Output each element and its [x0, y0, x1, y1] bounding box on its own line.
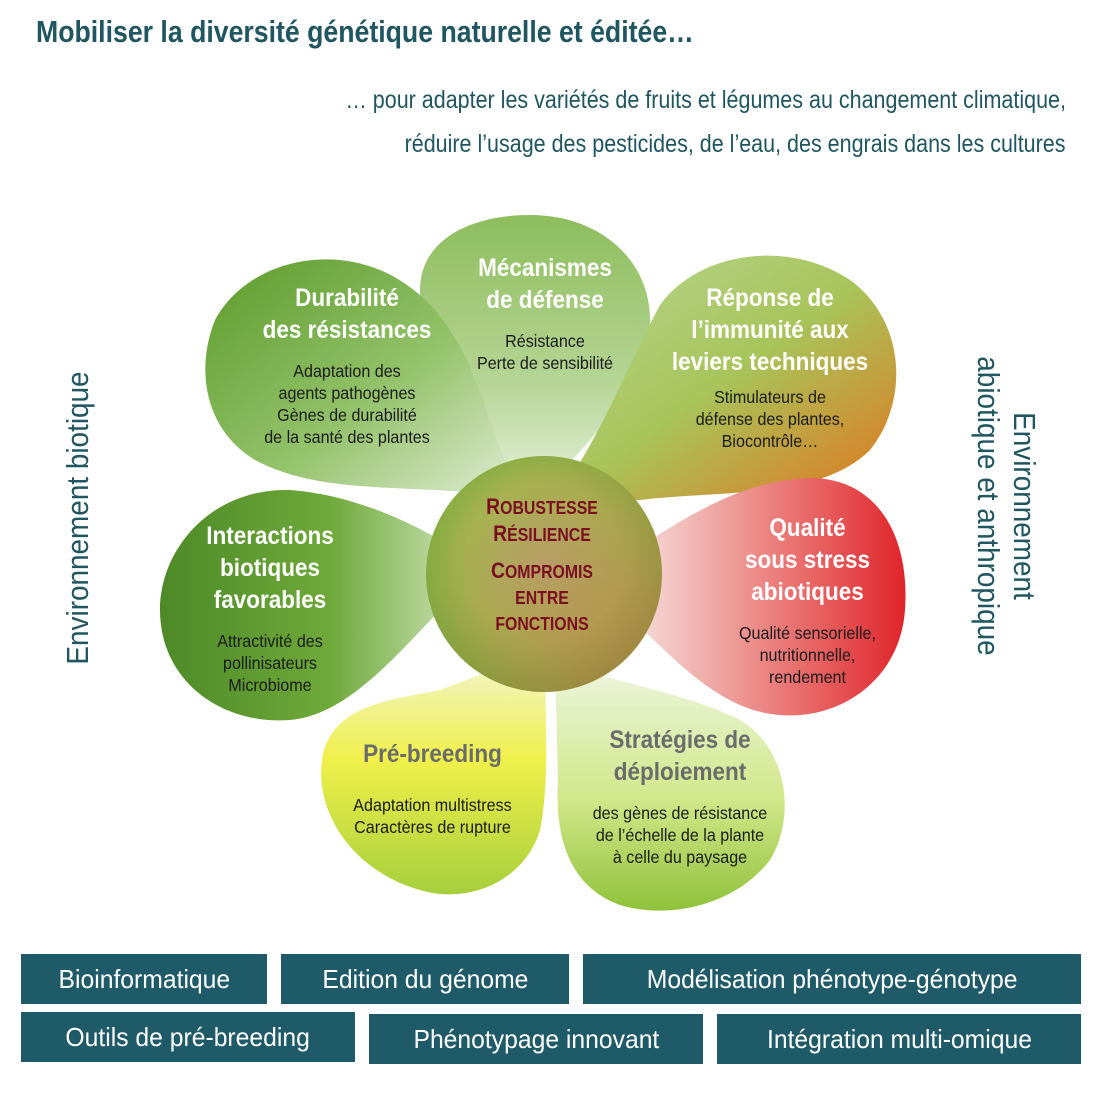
petal-durabilite-body-4: de la santé des plantes	[264, 427, 430, 447]
flower-diagram	[160, 215, 906, 911]
subtitle-line-1: … pour adapter les variétés de fruits et…	[345, 86, 1066, 114]
petal-reponse-title-3: leviers techniques	[671, 348, 869, 376]
center-line-2-cap: R	[493, 521, 508, 546]
petal-prebreeding-body-2: Caractères de rupture	[354, 817, 511, 837]
center-text: ROBUSTESSE RÉSILIENCE COMPROMIS ENTRE FO…	[440, 494, 644, 637]
petal-reponse-title-2: l’immunité aux	[691, 316, 849, 344]
petal-mecanismes-body-2: Perte de sensibilité	[476, 353, 614, 373]
petal-interactions-text: Interactions biotiques favorables Attrac…	[165, 520, 375, 696]
tool-chip-bioinformatique: Bioinformatique	[21, 954, 267, 1004]
petal-prebreeding-title-1: Pré-breeding	[363, 740, 502, 768]
petal-durabilite-body-1: Adaptation des	[293, 361, 401, 381]
petal-durabilite-text: Durabilité des résistances Adaptation de…	[222, 282, 472, 448]
center-line-1-cap: R	[486, 494, 501, 519]
petal-qualite-body-1: Qualité sensorielle,	[739, 623, 876, 643]
petal-interactions-title-2: biotiques	[219, 554, 320, 582]
petal-interactions-title-3: favorables	[213, 586, 327, 614]
tool-chip-phenotypage: Phénotypage innovant	[369, 1014, 703, 1064]
petal-qualite-body-3: rendement	[769, 667, 846, 687]
subtitle-line-2: réduire l’usage des pesticides, de l’eau…	[405, 130, 1066, 158]
petal-mecanismes-text: Mécanismes de défense Résistance Perte d…	[430, 252, 660, 374]
petal-interactions	[160, 489, 470, 721]
petal-reponse-title-1: Réponse de	[706, 284, 834, 312]
petal-durabilite	[205, 259, 521, 500]
petal-mecanismes-title-1: Mécanismes	[478, 254, 612, 282]
petal-prebreeding	[321, 650, 547, 895]
petal-mecanismes-title-2: de défense	[486, 286, 604, 314]
tool-chip-outils-prebreeding: Outils de pré-breeding	[21, 1012, 355, 1062]
petal-reponse-text: Réponse de l’immunité aux leviers techni…	[650, 282, 890, 452]
petal-strategies	[555, 660, 785, 911]
center-line-3-cap: C	[491, 558, 505, 583]
center-line-5: FONCTIONS	[495, 614, 589, 634]
petal-reponse-body-1: Stimulateurs de	[714, 387, 826, 407]
center-line-3: COMPROMIS	[452, 558, 632, 585]
center-line-4: ENTRE	[515, 588, 569, 608]
center-line-1-rest: OBUSTESSE	[500, 498, 598, 518]
petal-qualite	[620, 478, 906, 716]
petal-durabilite-title-2: des résistances	[262, 316, 432, 344]
petal-interactions-body-1: Attractivité des	[217, 631, 323, 651]
petal-reponse-body-2: défense des plantes,	[695, 409, 845, 429]
petal-strategies-text: Stratégies de déploiement des gènes de r…	[560, 724, 800, 868]
petal-prebreeding-text: Pré-breeding Adaptation multistress Cara…	[325, 738, 540, 838]
petal-qualite-title-3: abiotiques	[751, 578, 864, 606]
tool-chip-modelisation: Modélisation phénotype-génotype	[583, 954, 1081, 1004]
petal-strategies-body-1: des gènes de résistance	[592, 803, 768, 823]
petal-qualite-body-2: nutritionnelle,	[759, 645, 856, 665]
center-line-1: ROBUSTESSE	[452, 494, 632, 521]
petal-strategies-body-3: à celle du paysage	[612, 847, 748, 867]
petal-durabilite-title-1: Durabilité	[295, 284, 399, 312]
petal-interactions-body-3: Microbiome	[228, 675, 312, 695]
petal-durabilite-body-3: Gènes de durabilité	[277, 405, 417, 425]
petal-strategies-body-2: de l’échelle de la plante	[595, 825, 765, 845]
petal-qualite-title-1: Qualité	[769, 514, 846, 542]
petal-reponse	[555, 255, 897, 500]
tool-chip-integration: Intégration multi-omique	[717, 1014, 1081, 1064]
petal-interactions-body-2: pollinisateurs	[223, 653, 317, 673]
petal-mecanismes-body-1: Résistance	[505, 331, 585, 351]
center-disc-overlay	[426, 456, 662, 692]
tool-chip-edition-genome: Edition du génome	[281, 954, 569, 1004]
center-line-3-rest: OMPROMIS	[504, 562, 593, 582]
petal-durabilite-body-2: agents pathogènes	[278, 383, 416, 403]
petal-strategies-title-1: Stratégies de	[609, 726, 751, 754]
petal-interactions-title-1: Interactions	[206, 522, 334, 550]
center-line-2-rest: ÉSILIENCE	[507, 525, 591, 545]
petal-reponse-body-3: Biocontrôle…	[721, 431, 819, 451]
center-line-2: RÉSILIENCE	[452, 521, 632, 548]
page-title: Mobiliser la diversité génétique naturel…	[36, 14, 694, 49]
petal-prebreeding-body-1: Adaptation multistress	[353, 795, 512, 815]
petal-qualite-title-2: sous stress	[744, 546, 871, 574]
petal-strategies-title-2: déploiement	[613, 758, 747, 786]
petal-qualite-text: Qualité sous stress abiotiques Qualité s…	[700, 512, 915, 688]
